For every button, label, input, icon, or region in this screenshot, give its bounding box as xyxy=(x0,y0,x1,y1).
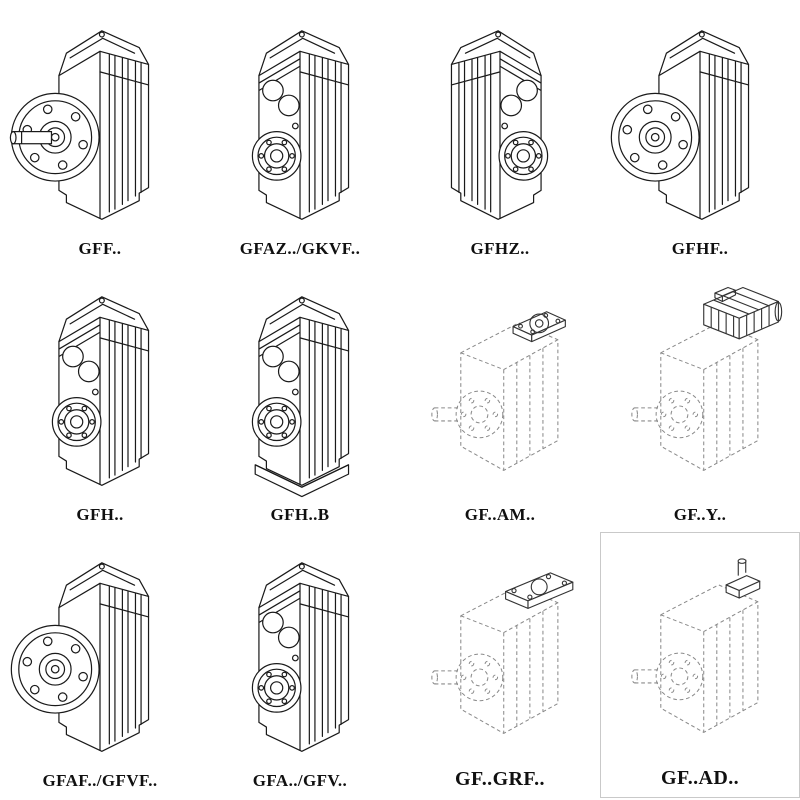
gearbox-flange-shaft-drawing xyxy=(4,14,196,238)
gearbox-model-label: GFHF.. xyxy=(671,239,729,258)
gearbox-model-label: GFHZ.. xyxy=(470,239,530,258)
gearbox-output-flange-drawing xyxy=(604,14,796,238)
gearbox-model-label: GF..AM.. xyxy=(464,505,536,524)
gearbox-bores-mirrored-drawing xyxy=(404,14,596,238)
catalog-cell-gfhf: GFHF.. xyxy=(600,0,800,266)
catalog-cell-gff: GFF.. xyxy=(0,0,200,266)
gearbox-output-flange-drawing xyxy=(4,546,196,770)
catalog-cell-gfaf: GFAF../GFVF.. xyxy=(0,532,200,798)
gearbox-model-label: GFAZ../GKVF.. xyxy=(239,239,361,258)
gearbox-bores-drawing xyxy=(204,546,396,770)
gearbox-phantom-input-shaft-drawing xyxy=(604,542,796,766)
catalog-cell-gfam: GF..AM.. xyxy=(400,266,600,532)
gearbox-model-label: GFH.. xyxy=(76,505,124,524)
catalog-cell-gfad: GF..AD.. xyxy=(600,532,800,798)
gearbox-phantom-input-flange-drawing xyxy=(404,280,596,504)
gearbox-model-label: GFF.. xyxy=(78,239,122,258)
gearbox-bores-drawing xyxy=(204,14,396,238)
gearbox-bores-drawing xyxy=(4,280,196,504)
gearbox-phantom-motor-drawing xyxy=(604,280,796,504)
catalog-cell-gfa: GFA../GFV.. xyxy=(200,532,400,798)
catalog-cell-gfaz: GFAZ../GKVF.. xyxy=(200,0,400,266)
gearbox-model-label: GFA../GFV.. xyxy=(252,771,348,790)
gearbox-phantom-square-flange-drawing xyxy=(404,543,596,767)
gearbox-model-label: GFAF../GFVF.. xyxy=(42,771,158,790)
catalog-cell-gfhz: GFHZ.. xyxy=(400,0,600,266)
gearbox-bores-base-drawing xyxy=(204,280,396,504)
catalog-cell-gfhb: GFH..B xyxy=(200,266,400,532)
gearbox-model-label: GF..GRF.. xyxy=(455,768,545,790)
catalog-cell-gfy: GF..Y.. xyxy=(600,266,800,532)
gearbox-model-label: GF..AD.. xyxy=(660,767,740,789)
gearbox-model-label: GF..Y.. xyxy=(673,505,727,524)
catalog-cell-gfh: GFH.. xyxy=(0,266,200,532)
gearbox-model-label: GFH..B xyxy=(270,505,330,524)
catalog-cell-gfgrf: GF..GRF.. xyxy=(400,532,600,798)
